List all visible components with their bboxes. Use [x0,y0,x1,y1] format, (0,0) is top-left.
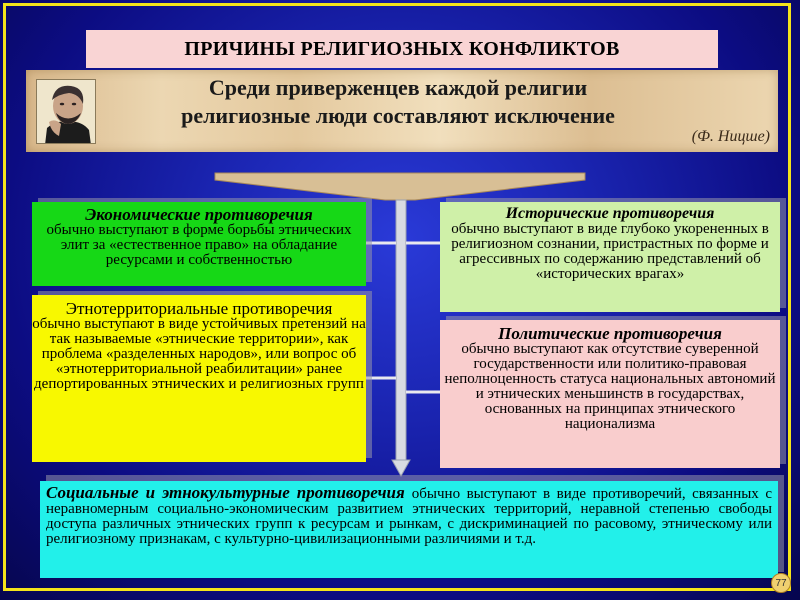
political-contradictions-box: Политические противоречия обычно выступа… [440,320,780,468]
historical-text: обычно выступают в виде глубоко укоренен… [451,221,769,282]
ethnoterritorial-contradictions-box: Этнотерриториальные противоречия обычно … [32,295,366,462]
ethnoterritorial-title: Этнотерриториальные противоречия [32,300,366,317]
ethnoterritorial-text: обычно выступают в виде устойчивых прете… [32,316,366,392]
economic-contradictions-box: Экономические противоречия обычно выступ… [32,202,366,286]
economic-title: Экономические противоречия [32,206,366,223]
economic-text: обычно выступают в форме борьбы этническ… [47,222,352,268]
down-arrow-icon [392,460,410,476]
page-number-badge: 77 [771,573,791,593]
page-number: 77 [775,578,786,589]
social-title: Социальные и этнокультурные противоречия [46,483,412,502]
historical-contradictions-box: Исторические противоречия обычно выступа… [440,202,780,312]
social-ethnocultural-contradictions-box: Социальные и этнокультурные противоречия… [40,481,778,578]
historical-title: Исторические противоречия [440,205,780,222]
political-text: обычно выступают как отсутствие суверенн… [445,341,776,432]
political-title: Политические противоречия [440,325,780,342]
